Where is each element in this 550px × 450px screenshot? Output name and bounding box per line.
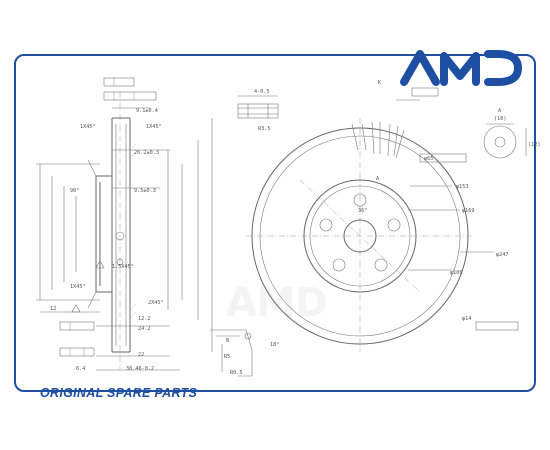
detail-circle: (10) (12) A (483, 108, 541, 159)
angle-36-label: 36° (358, 208, 367, 214)
length-12-2-label: 12.2 (138, 316, 151, 322)
chamfer-3-label: 1.5X45° (112, 264, 134, 270)
label-k: K (378, 80, 382, 86)
angle-90-label: 90° (70, 188, 79, 194)
length-30-46-label: 30.46-0.2 (126, 366, 154, 372)
ref-10-label: (10) (494, 116, 507, 122)
angle-18-label: 18° (270, 342, 279, 348)
label-a-front: A (376, 176, 380, 182)
dia-247-label: φ247 (496, 252, 509, 258)
length-22-label: 22 (138, 352, 144, 358)
watermark-text: AMD (226, 280, 328, 326)
tolerance-9-1-label: 9.1±0.4 (136, 108, 158, 114)
chamfer-2-label: 1X45° (146, 124, 162, 130)
length-6-4-label: 6.4 (76, 366, 85, 372)
length-24-2-label: 24.2 (138, 326, 151, 332)
drawing-frame (14, 54, 536, 392)
r-5-label: R5 (224, 354, 230, 360)
amd-logo (400, 50, 522, 86)
chamfer-4-label: 2X45° (148, 300, 164, 306)
tolerance-9-5-label: 9.5±0.3 (134, 188, 156, 194)
section-width-label: 4-0.5 (254, 89, 270, 95)
dia-153-label: φ153 (456, 184, 469, 190)
label-a-detail: A (498, 108, 502, 114)
disc-front-view: φ65 φ153 φ169 φ100 φ247 36° A K 18° (246, 80, 519, 352)
dia-6-label: φ65 (424, 156, 433, 162)
detail-b: B R5 R0.5 φ14 (210, 316, 471, 377)
footer-text: ORIGINAL SPARE PARTS (40, 386, 198, 400)
dia-14-label: φ14 (462, 316, 471, 322)
vent-section-detail: 4-0.5 R3.5 (237, 89, 279, 132)
dia-100-label: φ100 (450, 270, 463, 276)
length-12-label: 12 (50, 306, 56, 312)
chamfer-1-label: 1X45° (80, 124, 96, 130)
ref-12-label: (12) (528, 142, 541, 148)
chamfer-5-label: 1X45° (70, 284, 86, 290)
tolerance-26-2-label: 26.2±0.3 (134, 150, 159, 156)
r-0-5-label: R0.5 (230, 370, 243, 376)
dia-169-label: φ169 (462, 208, 475, 214)
section-radius-label: R3.5 (258, 126, 271, 132)
disc-cross-section: 1X45° 1X45° 9.1±0.4 26.2±0.3 9.5±0.3 90°… (36, 77, 213, 372)
label-b: B (226, 338, 229, 344)
